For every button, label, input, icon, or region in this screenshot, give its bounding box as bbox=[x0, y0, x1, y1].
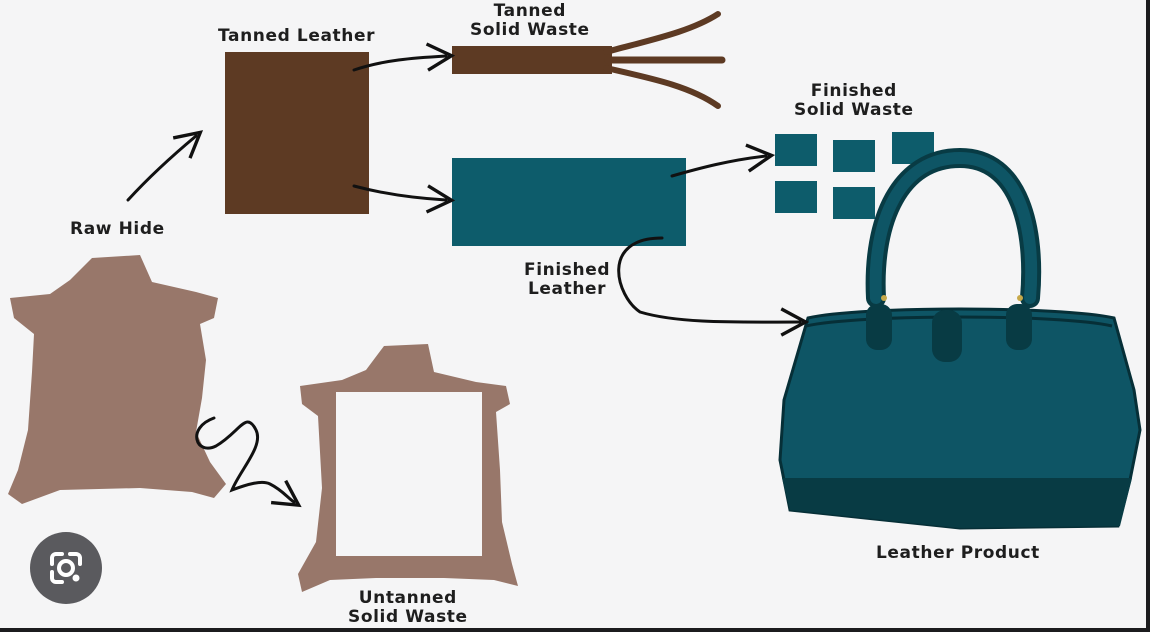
tanned-leather-block bbox=[225, 52, 369, 214]
untanned-waste-shape bbox=[298, 344, 518, 592]
process-arrows bbox=[126, 42, 810, 508]
finished-solid-waste-squares bbox=[775, 132, 934, 219]
arrow-finished-to-bag bbox=[617, 236, 810, 337]
tanned-solid-waste-strips bbox=[452, 11, 726, 109]
arrow-tanned-to-finished bbox=[352, 184, 456, 214]
google-lens-button[interactable] bbox=[30, 532, 102, 604]
label-finished-solid-waste: Finished Solid Waste bbox=[794, 81, 914, 120]
label-untanned-solid-waste: Untanned Solid Waste bbox=[348, 588, 468, 627]
arrow-tanned-to-strips bbox=[352, 42, 456, 72]
label-leather-product: Leather Product bbox=[876, 543, 1040, 563]
arrow-finished-to-squares bbox=[670, 143, 776, 178]
finished-leather-block bbox=[452, 158, 686, 246]
google-lens-icon bbox=[50, 552, 82, 584]
leather-product-bag bbox=[778, 147, 1142, 530]
raw-hide-shape bbox=[8, 255, 226, 504]
arrow-hide-to-untanned bbox=[195, 416, 302, 508]
label-tanned-leather: Tanned Leather bbox=[218, 26, 376, 46]
label-raw-hide: Raw Hide bbox=[70, 219, 165, 239]
arrow-raw-to-tanned bbox=[126, 130, 204, 202]
label-finished-leather: Finished Leather bbox=[524, 260, 611, 299]
label-tanned-solid-waste: Tanned Solid Waste bbox=[470, 1, 590, 40]
